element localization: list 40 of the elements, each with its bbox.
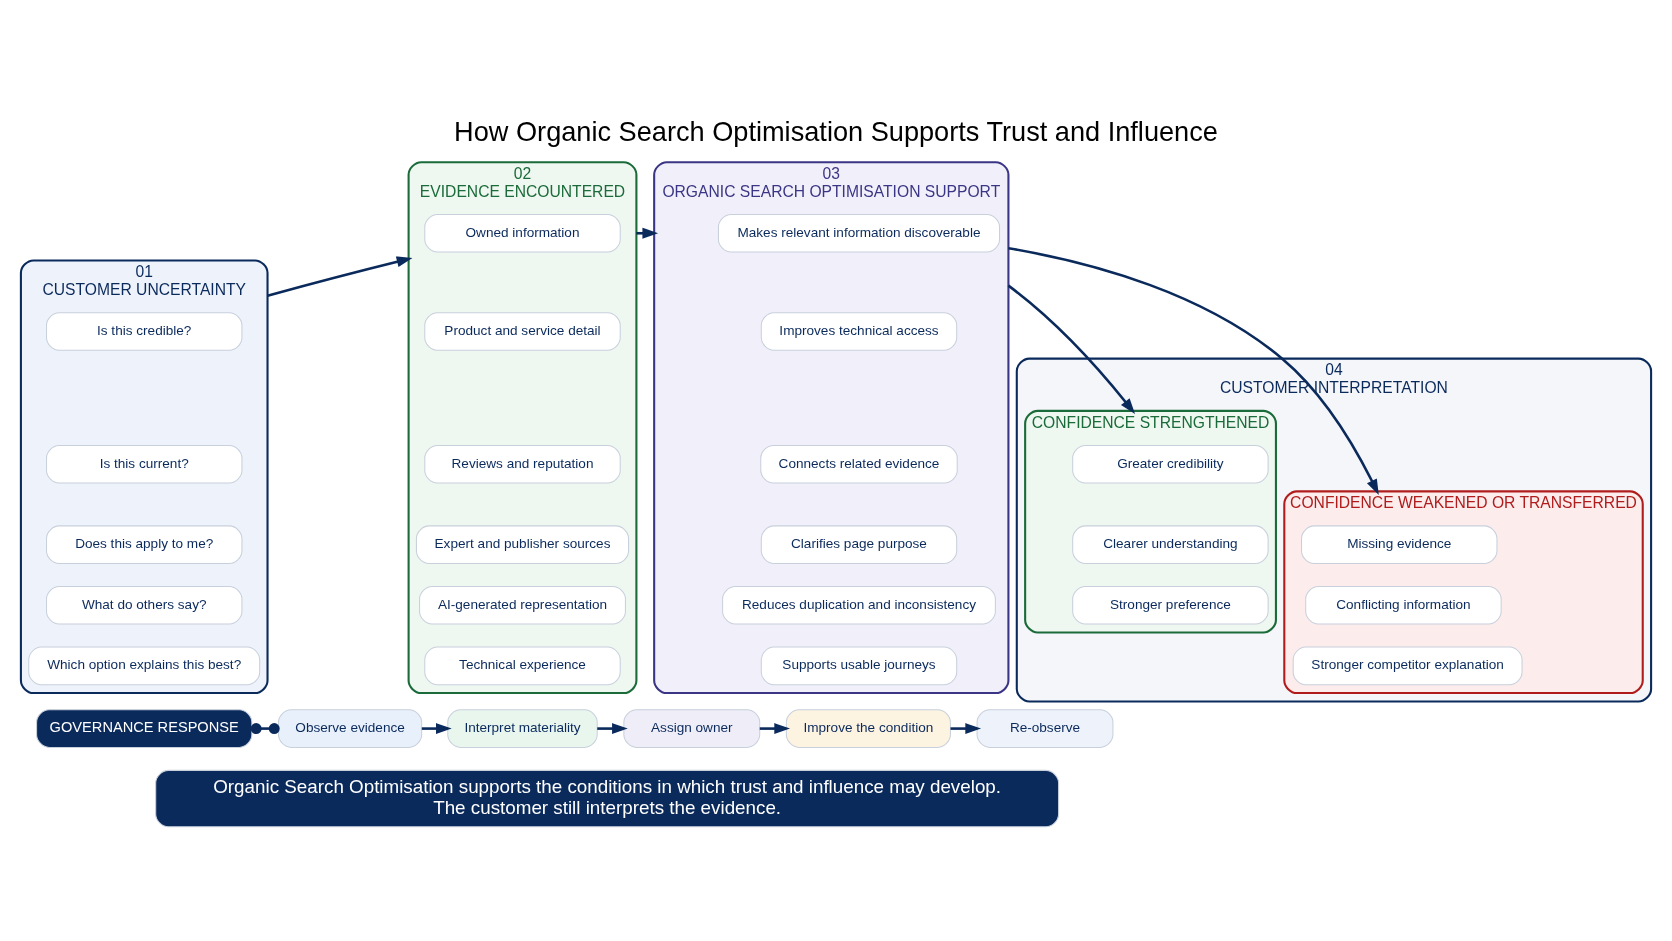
diagram-title: How Organic Search Optimisation Supports Trust and Influence bbox=[454, 115, 1218, 147]
node-box: Makes relevant information discoverable bbox=[717, 213, 1001, 253]
node-box: Organic Search Optimisation supports the conditions in which trust and influence may develop. The customer still interprets the evidence. bbox=[155, 769, 1060, 827]
node-box: Clarifies page purpose bbox=[760, 524, 958, 564]
node-box: Does this apply to me? bbox=[46, 524, 243, 564]
node-box: Stronger competitor explanation bbox=[1292, 646, 1523, 685]
node-box: Improve the condition bbox=[785, 708, 951, 748]
node-box: Is this current? bbox=[46, 444, 243, 484]
node-box: Which option explains this best? bbox=[28, 646, 261, 685]
node-box: Supports usable journeys bbox=[760, 646, 958, 685]
node-box: Product and service detail bbox=[424, 311, 621, 351]
arrow bbox=[267, 255, 413, 297]
node-box: Expert and publisher sources bbox=[415, 524, 630, 564]
node-box: AI-generated representation bbox=[419, 585, 626, 625]
arrow bbox=[1008, 246, 1379, 495]
node-box: Greater credibility bbox=[1072, 444, 1269, 484]
node-box: What do others say? bbox=[46, 585, 243, 625]
arrow bbox=[759, 722, 790, 734]
node-box: Missing evidence bbox=[1301, 524, 1498, 564]
node-box: Is this credible? bbox=[46, 311, 243, 351]
arrow bbox=[950, 722, 981, 734]
arrow bbox=[1007, 284, 1136, 414]
node-box: Clearer understanding bbox=[1072, 524, 1269, 564]
node-box: Conflicting information bbox=[1305, 585, 1502, 625]
node-box: Stronger preference bbox=[1072, 585, 1269, 625]
node-box: Re-observe bbox=[976, 708, 1114, 748]
node-box: Observe evidence bbox=[278, 708, 423, 748]
node-box: Improves technical access bbox=[760, 311, 958, 351]
arrow bbox=[597, 722, 628, 734]
node-box: Owned information bbox=[424, 213, 621, 253]
node-box: GOVERNANCE RESPONSE bbox=[36, 708, 253, 748]
node-box: Reduces duplication and inconsistency bbox=[722, 585, 996, 625]
node-box: Assign owner bbox=[623, 708, 761, 748]
node-box: Connects related evidence bbox=[760, 444, 958, 484]
node-box: Technical experience bbox=[424, 646, 621, 685]
node-box: Interpret materiality bbox=[447, 708, 598, 748]
arrow bbox=[636, 227, 659, 239]
connector bbox=[250, 722, 280, 734]
arrow bbox=[421, 722, 452, 734]
node-box: Reviews and reputation bbox=[424, 444, 621, 484]
